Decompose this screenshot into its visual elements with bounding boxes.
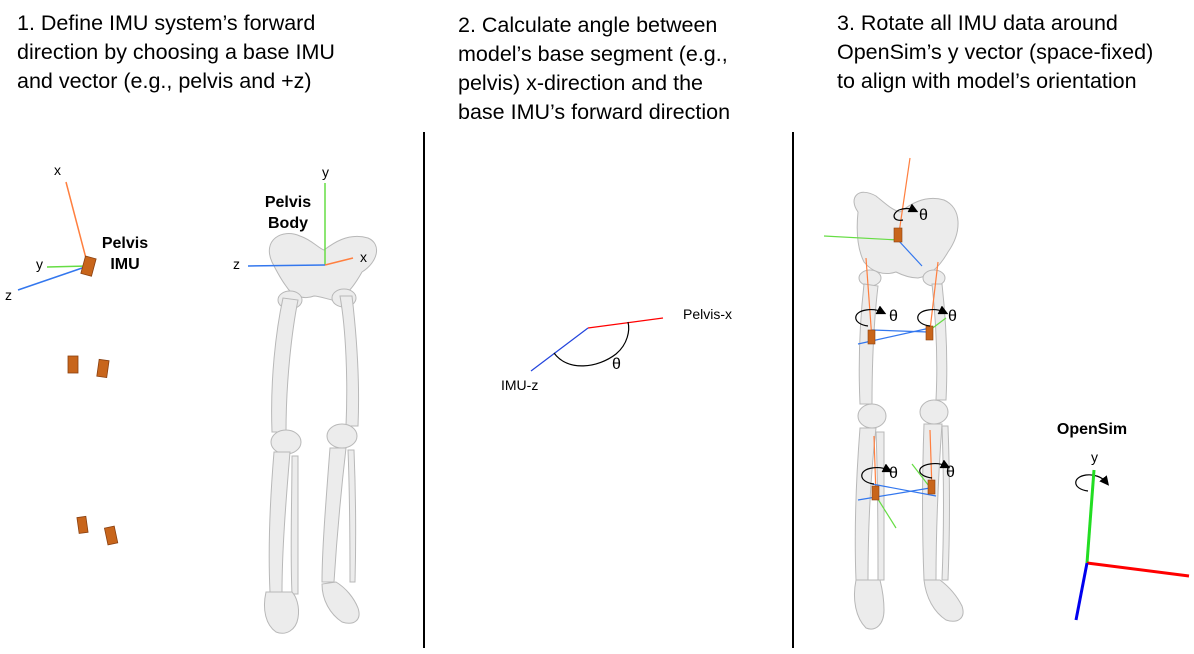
rotation-arrows xyxy=(855,203,1110,492)
body-z-axis xyxy=(247,264,326,267)
theta-pelvis: θ xyxy=(919,207,928,224)
theta-shank-right: θ xyxy=(946,464,955,481)
imu-y-axis xyxy=(46,265,89,268)
opensim-y-axis xyxy=(1085,469,1096,564)
pelvis-x-vector xyxy=(587,317,664,329)
pelvis-body-label-line-1: Pelvis xyxy=(264,194,312,211)
step-2-line-2: model’s base segment (e.g., xyxy=(458,42,728,66)
imu-z-axis xyxy=(17,265,89,291)
rotation-arrow-thigh-right xyxy=(917,305,949,327)
imu-y-label: y xyxy=(36,256,43,272)
imu-z-vector xyxy=(530,327,589,372)
step-1-heading: 1. Define IMU system’s forward direction… xyxy=(17,9,335,96)
rotation-arrow-opensim xyxy=(1075,474,1110,492)
opensim-label: OpenSim xyxy=(1056,421,1128,438)
step-2-line-1: 2. Calculate angle between xyxy=(458,13,718,37)
step-3-line-2: OpenSim’s y vector (space-fixed) xyxy=(837,40,1154,64)
opensim-x-axis xyxy=(1086,561,1190,578)
imu-z-vector-label: IMU-z xyxy=(501,377,539,393)
skeleton-panel3 xyxy=(853,191,964,630)
rotation-arrow-shank-right xyxy=(919,459,951,479)
imu-z-label: z xyxy=(5,287,12,303)
theta-shank-left: θ xyxy=(889,465,898,482)
pelvis-imu-label-line-1: Pelvis xyxy=(101,235,149,252)
theta-thigh-right: θ xyxy=(948,308,957,325)
opensim-y-label: y xyxy=(1091,449,1098,465)
step-3-heading: 3. Rotate all IMU data around OpenSim’s … xyxy=(837,9,1153,96)
imu-sensors xyxy=(67,255,119,546)
pelvis-imu-label: Pelvis IMU xyxy=(92,233,158,275)
step-3-line-1: 3. Rotate all IMU data around xyxy=(837,11,1118,35)
pelvis-imu-box xyxy=(80,255,97,277)
angle-arc xyxy=(553,321,630,367)
angle-theta-label: θ xyxy=(612,356,621,373)
step-2-heading: 2. Calculate angle between model’s base … xyxy=(458,11,730,127)
step-1-line-3: and vector (e.g., pelvis and +z) xyxy=(17,69,312,93)
body-x-label: x xyxy=(360,249,367,265)
rotation-arrow-thigh-left xyxy=(855,305,887,327)
thigh-imu-left xyxy=(67,355,79,374)
body-y-label: y xyxy=(322,164,329,180)
step-2-line-3: pelvis) x-direction and the xyxy=(458,71,703,95)
pelvis-imu-label-line-2: IMU xyxy=(110,256,140,273)
body-x-axis xyxy=(324,257,354,266)
shank-imu-left xyxy=(76,515,89,534)
opensim-z-axis xyxy=(1074,562,1089,621)
opensim-axes xyxy=(1074,469,1190,621)
rotated-imu-axes xyxy=(823,157,947,529)
rotated-imu-sensors xyxy=(867,227,936,501)
pelvis-body-label: Pelvis Body xyxy=(255,192,321,234)
angle-diagram xyxy=(530,317,664,372)
thigh-imu-right xyxy=(96,358,110,379)
theta-thigh-left: θ xyxy=(889,308,898,325)
imu-x-axis xyxy=(65,181,89,267)
divider-left xyxy=(423,132,425,648)
skeleton-panel1 xyxy=(263,233,377,634)
imu-x-label: x xyxy=(54,162,61,178)
shank-imu-right xyxy=(103,525,119,546)
divider-right xyxy=(792,132,794,648)
body-axes xyxy=(247,183,354,267)
step-3-line-3: to align with model’s orientation xyxy=(837,69,1137,93)
rotation-arrow-pelvis xyxy=(893,203,919,221)
pelvis-body-label-line-2: Body xyxy=(268,215,308,232)
pelvis-x-label: Pelvis-x xyxy=(683,306,733,322)
imu-axes xyxy=(17,181,89,291)
step-2-line-4: base IMU’s forward direction xyxy=(458,100,731,124)
rotation-arrow-shank-left xyxy=(861,463,893,485)
step-1-line-1: 1. Define IMU system’s forward xyxy=(17,11,316,35)
step-1-line-2: direction by choosing a base IMU xyxy=(17,40,335,64)
body-z-label: z xyxy=(233,256,240,272)
